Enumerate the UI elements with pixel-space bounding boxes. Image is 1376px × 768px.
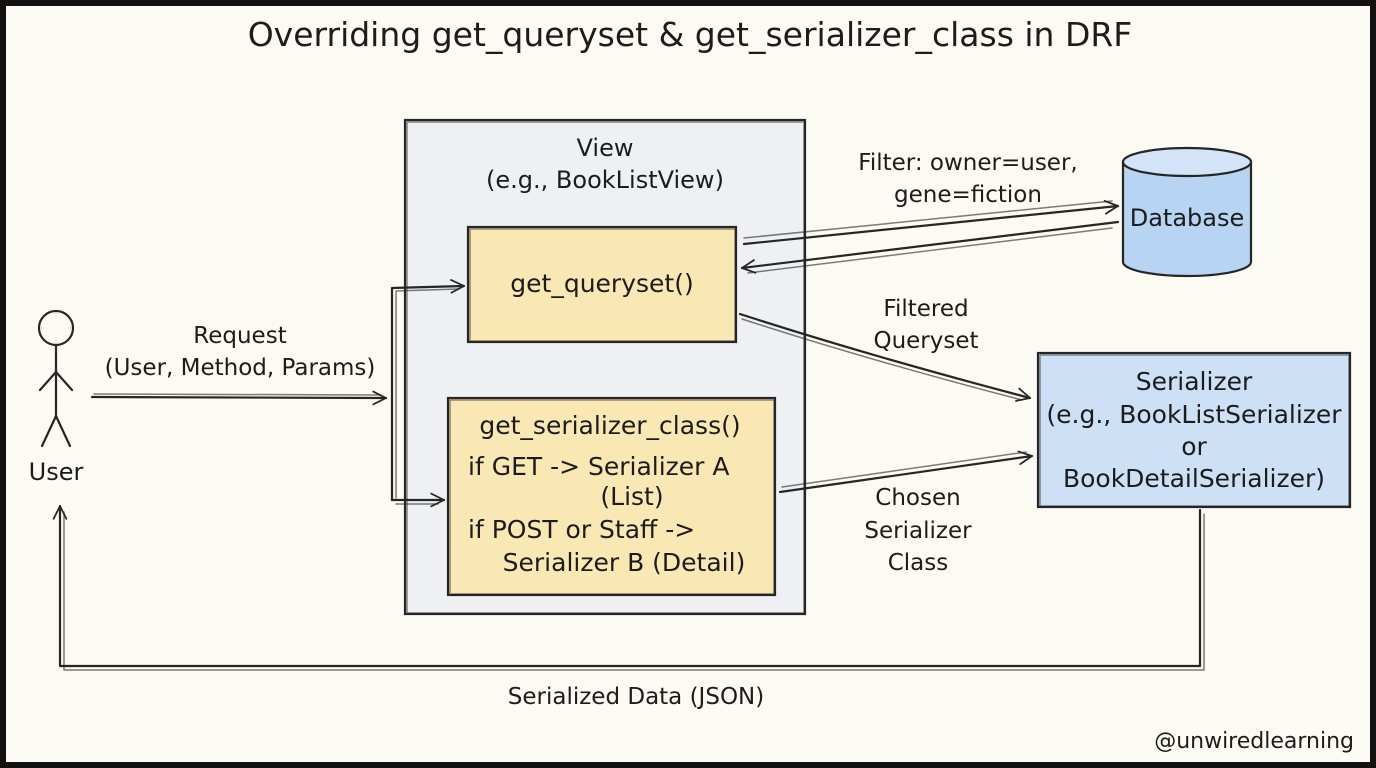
chosen-serializer-label-3: Class — [888, 550, 949, 576]
filter-genre-label: gene=fiction — [894, 182, 1042, 208]
get-queryset-label: get_queryset() — [510, 269, 693, 298]
serializer-example: (e.g., BookListSerializer — [1046, 400, 1342, 429]
serializer-detail-example: BookDetailSerializer) — [1063, 464, 1325, 493]
post-rule-detail-line: Serializer B (Detail) — [503, 548, 746, 577]
watermark: @unwiredlearning — [1154, 729, 1354, 754]
user-stick-figure — [37, 309, 75, 448]
filtered-queryset-label: Filtered — [883, 296, 968, 322]
serializer-or: or — [1181, 432, 1207, 461]
request-arrow — [90, 390, 388, 406]
serialized-data-label: Serialized Data (JSON) — [508, 684, 764, 710]
chosen-serializer-arrow — [778, 450, 1034, 494]
request-label: Request — [193, 323, 286, 349]
post-rule-line: if POST or Staff -> — [468, 515, 695, 544]
branch-to-get-serializer-class-arrow — [390, 492, 446, 508]
branch-to-get-queryset-arrow — [390, 279, 466, 502]
view-title: View — [577, 134, 634, 162]
database-label: Database — [1130, 204, 1245, 232]
view-example: (e.g., BookListView) — [486, 166, 724, 194]
diagram-title: Overriding get_queryset & get_serializer… — [248, 15, 1133, 54]
get-rule-line: if GET -> Serializer A — [468, 452, 730, 481]
filtered-queryset-arrow — [738, 312, 1032, 402]
chosen-serializer-label: Chosen — [875, 485, 960, 511]
filter-label: Filter: owner=user, — [858, 150, 1077, 176]
database-cylinder: Database — [1121, 146, 1253, 278]
filtered-queryset-label-2: Queryset — [873, 328, 978, 354]
query-to-database-arrow — [742, 200, 1120, 246]
user-label: User — [29, 458, 84, 486]
serialized-data-return-arrow — [52, 504, 1205, 671]
get-serializer-class-box: get_serializer_class() if GET -> Seriali… — [446, 396, 777, 597]
get-rule-list-line: (List) — [600, 482, 663, 511]
get-queryset-box: get_queryset() — [466, 225, 738, 344]
serializer-title: Serializer — [1136, 367, 1253, 396]
chosen-serializer-label-2: Serializer — [864, 518, 972, 544]
serializer-box: Serializer (e.g., BookListSerializer or … — [1036, 351, 1352, 509]
database-to-get-queryset-arrow — [740, 220, 1120, 274]
request-params-label: (User, Method, Params) — [105, 355, 376, 381]
get-serializer-class-label: get_serializer_class() — [479, 411, 740, 440]
